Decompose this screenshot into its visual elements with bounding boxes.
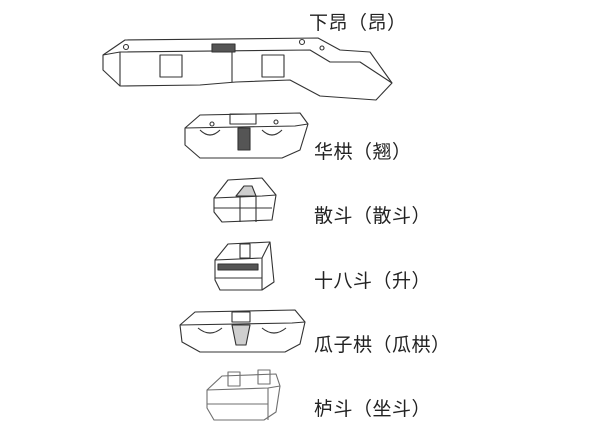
- gua-zi-gong-drawing: [179, 309, 306, 353]
- label-shi-ba-dou: 十八斗（升）: [314, 270, 432, 292]
- xia-ang-drawing: [102, 37, 393, 101]
- label-gua-zi-gong: 瓜子栱（瓜栱）: [314, 334, 451, 356]
- san-dou-drawing: [213, 177, 277, 223]
- hua-gong-drawing: [184, 112, 309, 159]
- label-san-dou: 散斗（散斗）: [314, 205, 432, 227]
- label-xia-ang: 下昂（昂）: [309, 12, 407, 34]
- shi-ba-dou-drawing: [214, 241, 275, 291]
- label-hua-gong: 华栱（翘）: [314, 141, 412, 163]
- lu-dou-drawing: [206, 369, 281, 421]
- label-lu-dou: 栌斗（坐斗）: [314, 398, 432, 420]
